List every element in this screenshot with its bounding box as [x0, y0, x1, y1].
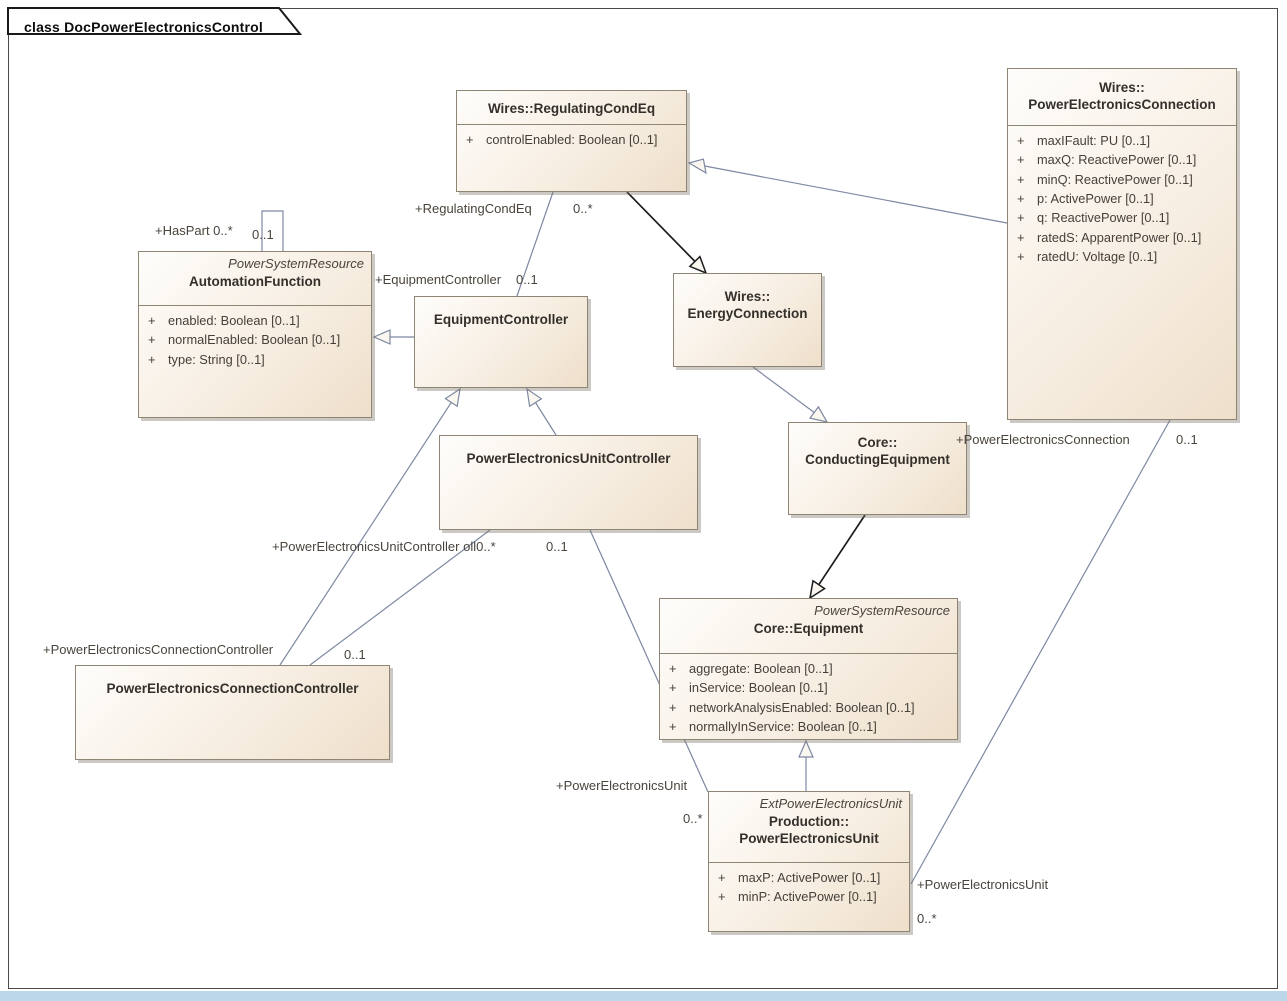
attribute: enabled: Boolean [0..1] — [168, 313, 300, 329]
class-name: EquipmentController — [433, 312, 569, 327]
assoc-powerelectronicsunitcontroller-powerelectronicsunit[interactable] — [589, 529, 709, 793]
attribute: maxP: ActivePower [0..1] — [738, 870, 881, 886]
multiplicity-label-powerelectronicsconnectioncontroller: 0..1 — [344, 647, 366, 662]
multiplicity-label-powerelectronicsunit-right: 0..* — [917, 911, 937, 926]
multiplicity-label-powerelectronicsunitcontroller: 0..1 — [546, 539, 568, 554]
role-label-haspart: +HasPart 0..* — [155, 223, 233, 238]
class-wires-powerelectronicsconnection[interactable]: Wires:: PowerElectronicsConnection +maxI… — [1007, 68, 1237, 420]
class-stereotype: PowerSystemResource — [814, 603, 950, 618]
assoc-regulatingcondeq-equipmentcontroller[interactable] — [516, 191, 554, 297]
diagram-title: class DocPowerElectronicsControl — [24, 19, 264, 35]
assoc-powerelectronicsconnection-powerelectronicsunit[interactable] — [910, 419, 1171, 885]
role-label-powerelectronicsunitcontroller: +PowerElectronicsUnitController oll0..* — [272, 539, 496, 554]
generalization-energyconnection-conductingequipment[interactable] — [752, 366, 829, 423]
class-stereotype: ExtPowerElectronicsUnit — [759, 796, 902, 811]
role-label-equipmentcontroller: +EquipmentController — [375, 272, 502, 287]
attribute: p: ActivePower [0..1] — [1037, 191, 1154, 207]
attribute-compartment: +aggregate: Boolean [0..1] +inService: B… — [660, 653, 957, 736]
attribute: controlEnabled: Boolean [0..1] — [486, 132, 658, 148]
attribute-compartment: +maxIFault: PU [0..1] +maxQ: ReactivePow… — [1008, 125, 1236, 266]
role-label-powerelectronicsunit-left: +PowerElectronicsUnit — [556, 778, 688, 793]
class-stereotype: PowerSystemResource — [228, 256, 364, 271]
generalization-conductingequipment-equipment[interactable] — [808, 514, 866, 600]
diagram-title-tab: class DocPowerElectronicsControl — [7, 7, 307, 36]
multiplicity-label-regulatingcondeq: 0..* — [573, 201, 593, 216]
role-label-powerelectronicsunit-right: +PowerElectronicsUnit — [917, 877, 1049, 892]
attribute: maxIFault: PU [0..1] — [1037, 133, 1151, 149]
generalization-powerelectronicsconnectioncontroller-equipmentcontroller[interactable] — [279, 387, 461, 666]
class-name: PowerElectronicsUnitController — [466, 451, 671, 466]
class-name: Core::Equipment — [753, 621, 864, 636]
title-tab-shape — [7, 7, 303, 35]
class-automationfunction[interactable]: PowerSystemResource AutomationFunction +… — [138, 251, 372, 418]
attribute: type: String [0..1] — [168, 351, 265, 367]
attribute-compartment: +controlEnabled: Boolean [0..1] — [457, 124, 686, 149]
class-name: Wires:: PowerElectronicsConnection — [1028, 80, 1216, 112]
attribute: ratedU: Voltage [0..1] — [1037, 248, 1158, 264]
class-name: Production:: PowerElectronicsUnit — [739, 814, 879, 846]
class-name: AutomationFunction — [189, 274, 321, 289]
attribute: q: ReactivePower [0..1] — [1037, 210, 1170, 226]
class-equipmentcontroller[interactable]: EquipmentController — [414, 296, 588, 388]
class-name: Wires:: EnergyConnection — [687, 289, 808, 321]
attribute: aggregate: Boolean [0..1] — [689, 661, 833, 677]
class-core-conductingequipment[interactable]: Core:: ConductingEquipment — [788, 422, 967, 515]
generalization-powerelectronicsunitcontroller-equipmentcontroller[interactable] — [526, 387, 557, 436]
attribute: maxQ: ReactivePower [0..1] — [1037, 152, 1197, 168]
generalization-powerelectronicsconnection-regulatingcondeq[interactable] — [687, 158, 1008, 224]
generalization-equipmentcontroller-automationfunction[interactable] — [372, 329, 414, 345]
assoc-powerelectronicsunitcontroller-powerelectronicsconnectioncontroller[interactable] — [309, 529, 491, 666]
attribute: normallyInService: Boolean [0..1] — [689, 719, 877, 735]
generalization-powerelectronicsunit-equipment[interactable] — [798, 739, 814, 791]
role-label-powerelectronicsconnectioncontroller: +PowerElectronicsConnectionController — [43, 642, 274, 657]
generalization-regulatingcondeq-energyconnection[interactable] — [626, 191, 708, 275]
attribute-compartment: +maxP: ActivePower [0..1] +minP: ActiveP… — [709, 862, 909, 907]
class-name: Core:: ConductingEquipment — [805, 435, 950, 467]
attribute: normalEnabled: Boolean [0..1] — [168, 332, 341, 348]
class-core-equipment[interactable]: PowerSystemResource Core::Equipment +agg… — [659, 598, 958, 740]
role-label-regulatingcondeq: +RegulatingCondEq — [415, 201, 532, 216]
class-production-powerelectronicsunit[interactable]: ExtPowerElectronicsUnit Production:: Pow… — [708, 791, 910, 932]
assoc-automationfunction-self-haspart[interactable] — [261, 210, 284, 251]
class-name: Wires::RegulatingCondEq — [487, 101, 656, 116]
class-wires-energyconnection[interactable]: Wires:: EnergyConnection — [673, 273, 822, 367]
attribute: ratedS: ApparentPower [0..1] — [1037, 229, 1202, 245]
class-wires-regulatingcondeq[interactable]: Wires::RegulatingCondEq +controlEnabled:… — [456, 90, 687, 192]
role-label-powerelectronicsconnection: +PowerElectronicsConnection — [956, 432, 1130, 447]
attribute: inService: Boolean [0..1] — [689, 680, 828, 696]
attribute: minP: ActivePower [0..1] — [738, 889, 877, 905]
attribute-compartment: +enabled: Boolean [0..1] +normalEnabled:… — [139, 305, 371, 369]
multiplicity-label-powerelectronicsunit-left: 0..* — [683, 811, 703, 826]
bottom-bar — [0, 991, 1287, 1001]
attribute: networkAnalysisEnabled: Boolean [0..1] — [689, 699, 915, 715]
attribute: minQ: ReactivePower [0..1] — [1037, 171, 1193, 187]
multiplicity-label-equipmentcontroller: 0..1 — [516, 272, 538, 287]
multiplicity-label-haspart: 0..1 — [252, 227, 274, 242]
class-powerelectronicsconnectioncontroller[interactable]: PowerElectronicsConnectionController — [75, 665, 390, 760]
class-powerelectronicsunitcontroller[interactable]: PowerElectronicsUnitController — [439, 435, 698, 530]
multiplicity-label-powerelectronicsconnection: 0..1 — [1176, 432, 1198, 447]
class-name: PowerElectronicsConnectionController — [106, 681, 359, 696]
